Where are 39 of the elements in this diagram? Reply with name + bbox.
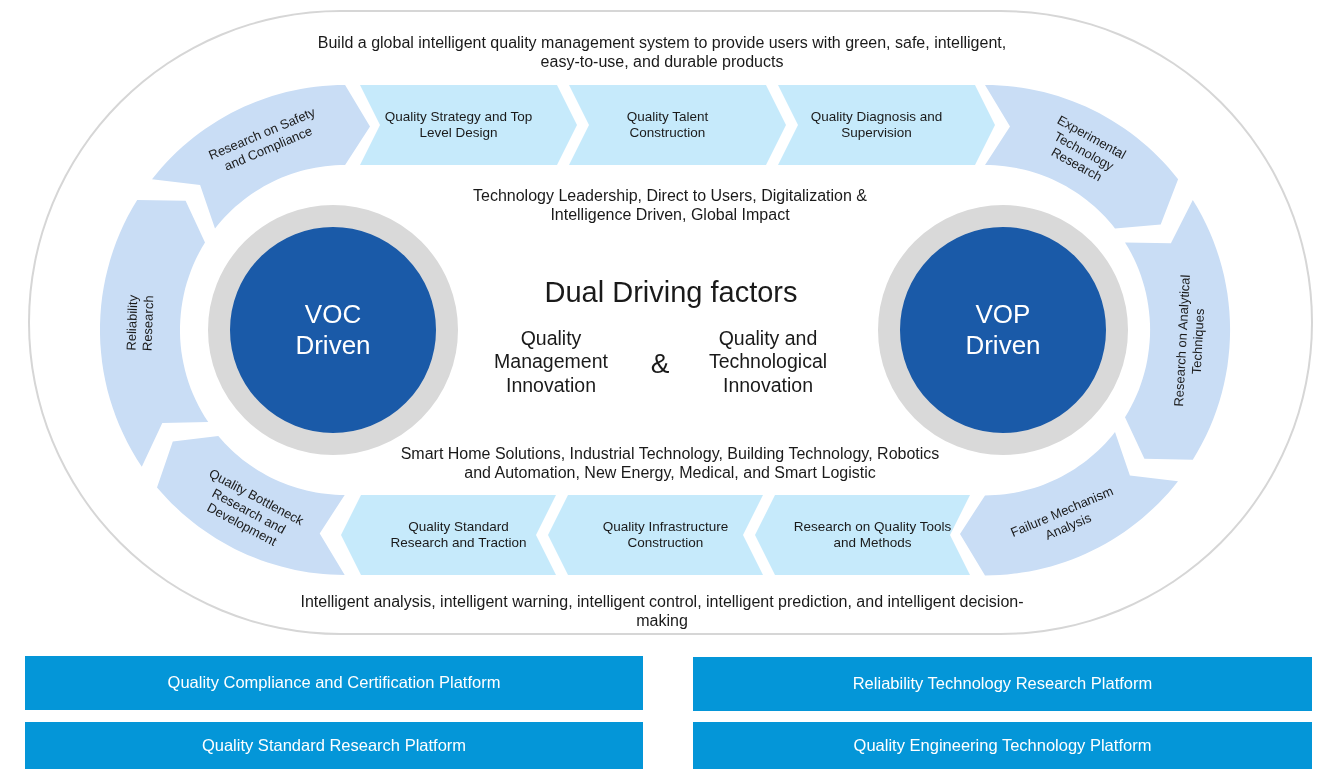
curved-arrow-segment	[100, 200, 209, 467]
circle-label: VOC Driven	[294, 298, 372, 362]
curved-arrow-segment	[157, 436, 345, 575]
platform-label: Quality Compliance and Certification Platform	[166, 673, 502, 693]
platform-label: Quality Standard Research Platform	[200, 735, 468, 756]
statement-text: Build a global intelligent quality management system to provide users with green, safe, intelligent, easy-to-use, and durable products	[317, 32, 1007, 72]
factor-text: Quality Management Innovation	[493, 326, 609, 398]
chevron-arrow-segment	[755, 495, 970, 575]
center-heading: Dual Driving factors	[543, 274, 799, 310]
curved-arrow-segment	[1124, 200, 1230, 460]
curved-arrow-segment	[985, 85, 1179, 229]
curved-arrow-segment	[960, 431, 1179, 575]
segment-label: Reliability Research	[123, 293, 158, 354]
platform-bar	[25, 656, 643, 710]
platform-bar	[693, 657, 1312, 711]
platform-bar	[25, 722, 643, 769]
platform-bar	[693, 722, 1312, 769]
platform-label: Quality Engineering Technology Platform	[852, 735, 1153, 756]
segment-label: Quality Diagnosis and Supervision	[809, 108, 944, 142]
chevron-arrow-segment	[548, 495, 763, 575]
segment-label: Research on Quality Tools and Methods	[792, 518, 953, 552]
segment-label: Quality Talent Construction	[625, 108, 710, 142]
factor-text: Quality and Technological Innovation	[707, 326, 829, 398]
chevron-arrow-segment	[569, 85, 786, 165]
statement-text: Smart Home Solutions, Industrial Technology, Building Technology, Robotics and Automation, New Energy, Medical, and Smart Logistic	[400, 443, 940, 483]
platform-label: Reliability Technology Research Platform	[851, 674, 1154, 694]
curved-arrow-segment	[151, 85, 370, 229]
segment-label: Research on Analytical Techniques	[1169, 272, 1208, 409]
ampersand: &	[649, 347, 671, 381]
chevron-arrow-segment	[778, 85, 995, 165]
segment-label: Quality Standard Research and Traction	[389, 518, 528, 552]
segment-label: Quality Infrastructure Construction	[601, 518, 730, 552]
statement-text: Technology Leadership, Direct to Users, Digitalization & Intelligence Driven, Global Impact	[472, 185, 868, 225]
chevron-arrow-segment	[341, 495, 556, 575]
loop-outline	[28, 10, 1313, 635]
circle-label: VOP Driven	[964, 298, 1042, 362]
segment-label: Quality Strategy and Top Level Design	[383, 108, 534, 142]
chevron-arrow-segment	[360, 85, 577, 165]
statement-text: Intelligent analysis, intelligent warning, intelligent control, intelligent prediction, and intelligent decision-making	[299, 591, 1025, 631]
